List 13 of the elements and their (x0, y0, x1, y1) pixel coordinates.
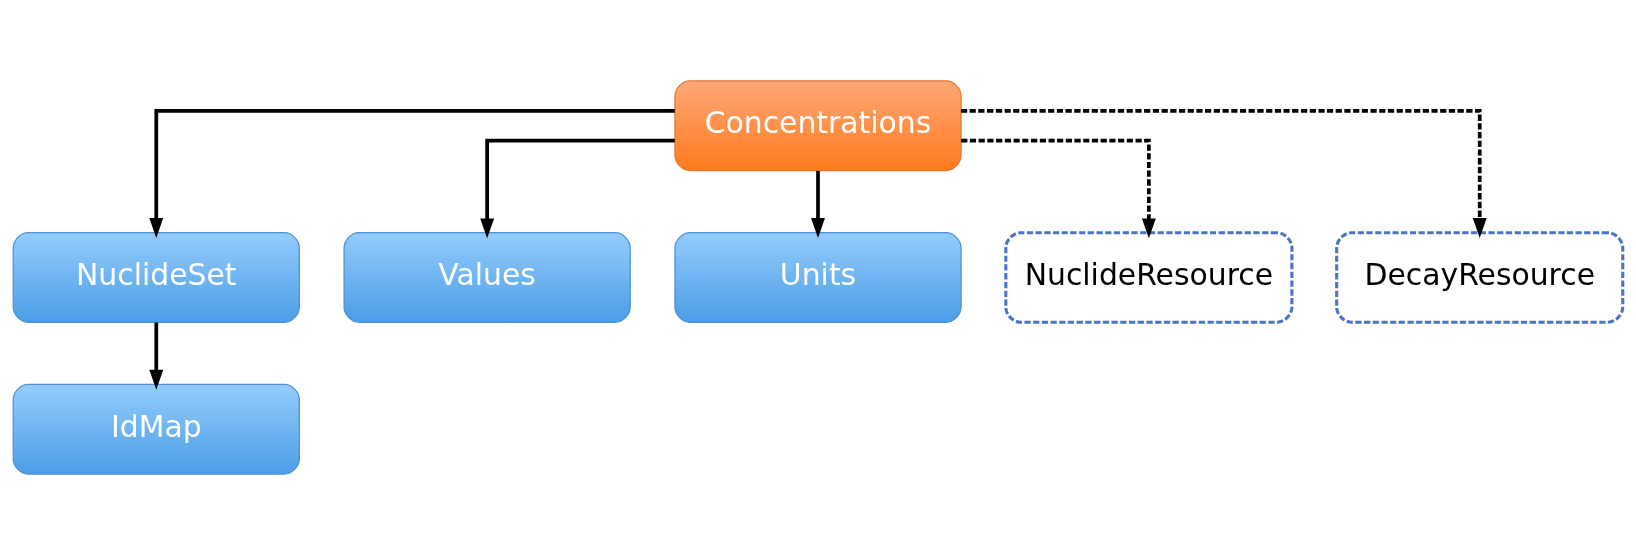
node-box: DecayResource (1335, 230, 1625, 324)
node-box: Concentrations (674, 79, 962, 171)
arrow (961, 138, 1156, 238)
arrow (149, 108, 675, 238)
arrow (149, 322, 164, 390)
arrow (811, 170, 825, 238)
node-box: Values (343, 231, 631, 323)
arrow (480, 138, 675, 238)
node-box: IdMap (12, 383, 300, 475)
node-box: NuclideResource (1004, 230, 1294, 324)
arrow (961, 108, 1487, 238)
node-box: NuclideSet (12, 231, 300, 323)
node-box: Units (674, 231, 962, 323)
